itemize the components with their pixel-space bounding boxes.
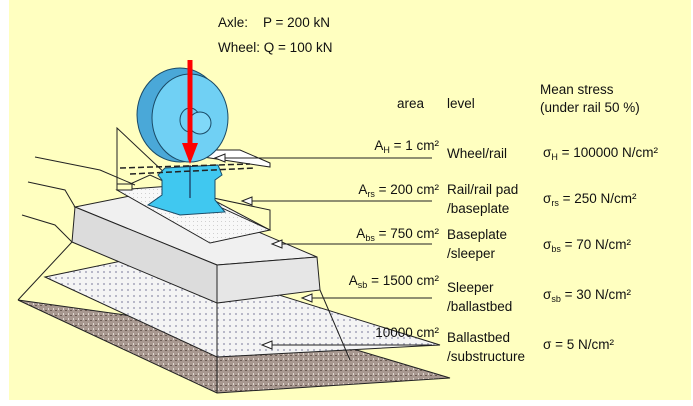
pressure-line (319, 289, 351, 361)
area-value: Asb = 1500 cm² (348, 273, 439, 290)
level-label: /ballastbed (447, 299, 513, 314)
area-value: Ars = 200 cm² (358, 182, 439, 199)
area-value: 10000 cm² (375, 325, 439, 340)
embankment-line (27, 181, 76, 208)
header-stress: Mean stress (540, 82, 614, 97)
wheel-label: Wheel: (218, 40, 261, 55)
embankment-line (34, 156, 136, 186)
wheel-value: Q = 100 kN (263, 40, 333, 55)
header-level: level (447, 96, 475, 111)
level-label: Baseplate (447, 227, 508, 242)
load-arrow-head (182, 143, 198, 164)
axle-value: P = 200 kN (263, 15, 330, 30)
level-label: Rail/rail pad (447, 182, 519, 197)
baseplate-edge (116, 183, 133, 191)
level-label: Wheel/rail (447, 146, 508, 161)
header-area: area (397, 96, 425, 111)
stress-value: σrs = 250 N/cm² (543, 191, 637, 208)
level-label: Sleeper (447, 280, 494, 295)
stress-value: σsb = 30 N/cm² (543, 287, 632, 304)
embankment-line (17, 214, 73, 301)
header-stress-note: (under rail 50 %) (540, 100, 640, 115)
level-label: /baseplate (447, 201, 510, 216)
stress-value: σH = 100000 N/cm² (543, 145, 659, 162)
wheel-load: Wheel: Q = 100 kN (218, 40, 332, 56)
contact-dash (129, 167, 256, 175)
area-value: AH = 1 cm² (374, 138, 439, 155)
level-label: /substructure (447, 349, 526, 364)
rail (146, 164, 227, 216)
level-label: Ballastbed (447, 330, 511, 345)
stress-value: σbs = 70 N/cm² (543, 237, 632, 254)
contact-dash (119, 163, 251, 169)
leader-lines (213, 153, 432, 350)
stress-value: σ = 5 N/cm² (543, 337, 614, 352)
level-label: /sleeper (447, 246, 496, 261)
area-value: Abs = 750 cm² (356, 226, 439, 243)
axle-load: Axle: P = 200 kN (218, 15, 330, 31)
ballastbed-plane (43, 254, 441, 358)
axle-label: Axle: (218, 15, 249, 30)
sleeper-side (216, 256, 321, 304)
